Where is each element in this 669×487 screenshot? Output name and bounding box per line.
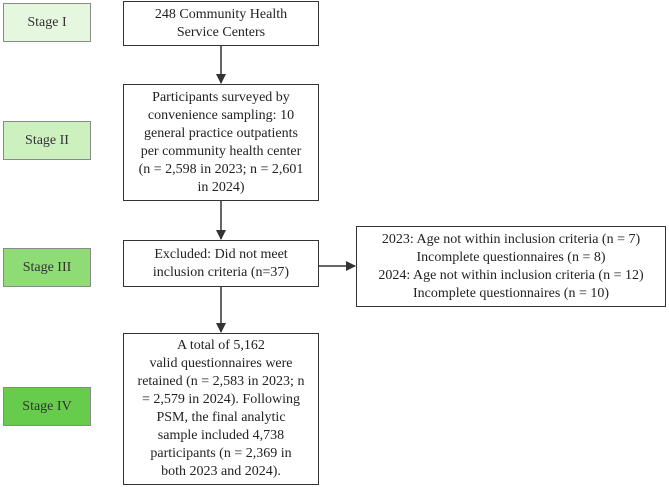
stage-2-text: Stage II: [25, 132, 69, 148]
centers-box: 248 Community Health Service Centers: [123, 1, 319, 46]
retained-text: A total of 5,162 valid questionnaires we…: [137, 338, 305, 479]
stage-2-label: Stage II: [3, 121, 91, 160]
participants-text: Participants surveyed by convenience sam…: [138, 89, 304, 195]
excluded-box: Excluded: Did not meet inclusion criteri…: [123, 240, 319, 287]
retained-box: A total of 5,162 valid questionnaires we…: [123, 333, 319, 485]
excluded-text: Excluded: Did not meet inclusion criteri…: [152, 246, 290, 280]
exclusion-details-text: 2023: Age not within inclusion criteria …: [378, 231, 644, 301]
exclusion-details-box: 2023: Age not within inclusion criteria …: [356, 226, 666, 307]
stage-3-text: Stage III: [22, 259, 72, 275]
stage-1-text: Stage I: [27, 14, 67, 30]
centers-text: 248 Community Health Service Centers: [154, 6, 288, 40]
stage-4-text: Stage IV: [22, 398, 72, 414]
stage-3-label: Stage III: [3, 248, 91, 287]
stage-1-label: Stage I: [3, 3, 91, 42]
stage-4-label: Stage IV: [3, 387, 91, 426]
participants-box: Participants surveyed by convenience sam…: [123, 84, 319, 201]
